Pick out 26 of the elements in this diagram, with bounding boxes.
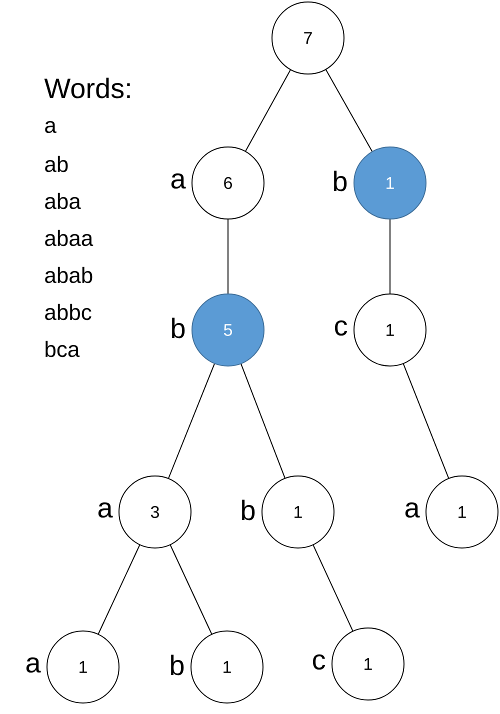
tree-edge: [325, 69, 373, 152]
tree-edge: [98, 544, 140, 634]
letter-label: c: [334, 320, 348, 336]
word-item: abaa: [45, 230, 94, 246]
tree-edge: [245, 69, 291, 152]
letter-label: b: [172, 318, 185, 338]
letter-label: a: [171, 173, 186, 189]
tree-edge: [168, 363, 215, 479]
word-item: a: [45, 120, 56, 134]
word-item: ab: [45, 156, 68, 172]
word-item: abab: [45, 266, 92, 284]
letter-label: b: [242, 500, 255, 520]
letter-label: a: [98, 502, 113, 518]
word-item: bca: [46, 340, 80, 358]
letter-label: c: [312, 654, 326, 670]
tree-edge: [240, 364, 286, 478]
tree-edge: [312, 544, 354, 632]
list-heading: Words:: [44, 78, 130, 98]
letter-label: a: [26, 657, 41, 673]
letter-label: b: [334, 170, 347, 192]
word-item: abbc: [45, 304, 92, 320]
tree-edge: [402, 363, 450, 479]
word-item: aba: [45, 192, 81, 210]
letter-label: a: [405, 502, 420, 518]
letter-label: b: [171, 654, 184, 676]
tree-edge: [170, 544, 212, 634]
